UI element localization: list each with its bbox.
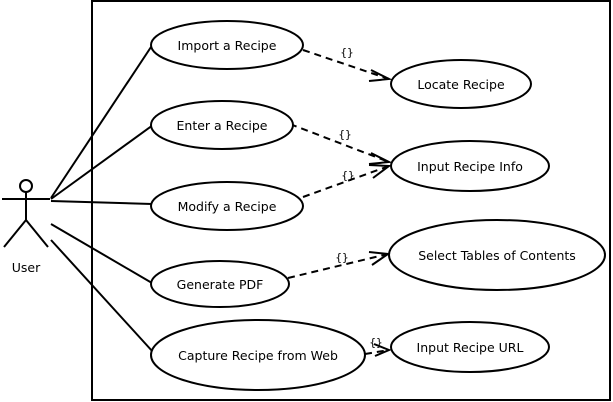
actor-label: User [12,260,41,275]
actor-user[interactable]: User [2,179,50,275]
dependency-label: {} [335,251,348,264]
association-modify-recipe [50,200,153,205]
association-generate-pdf [50,223,153,284]
use-case-generate-pdf[interactable]: Generate PDF [150,260,290,308]
use-case-input-recipe-info[interactable]: Input Recipe Info [390,140,550,192]
associations [50,43,154,353]
use-case-label: Enter a Recipe [177,118,268,133]
association-enter-recipe [50,124,154,200]
use-case-label: Input Recipe URL [417,340,524,355]
stick-figure-icon [2,179,50,248]
use-case-locate-recipe[interactable]: Locate Recipe [390,59,532,109]
use-case-label: Select Tables of Contents [418,248,576,263]
association-capture-recipe-web [50,239,154,353]
dependency-pdf-toc: {} [287,251,391,279]
use-case-label: Modify a Recipe [178,199,277,214]
use-case-input-recipe-url[interactable]: Input Recipe URL [390,321,550,373]
dependency-capture-url: {} [364,336,392,357]
use-case-capture-recipe-web[interactable]: Capture Recipe from Web [150,319,366,391]
use-case-label: Locate Recipe [417,77,505,92]
use-case-label: Capture Recipe from Web [178,348,338,363]
dependency-label: {} [338,128,351,141]
use-case-label: Import a Recipe [178,38,277,53]
use-case-import-recipe[interactable]: Import a Recipe [150,20,304,70]
use-case-label: Input Recipe Info [417,159,523,174]
dependency-label: {} [340,46,353,59]
dependency-label: {} [341,169,354,182]
association-import-recipe [50,43,154,199]
dependency-import-locate: {} [302,46,393,82]
use-case-modify-recipe[interactable]: Modify a Recipe [150,181,304,231]
dependency-enter-input-info: {} [289,123,393,165]
dependency-modify-input-info: {} [302,164,392,198]
dependency-label: {} [369,336,382,349]
dependencies: {} {} {} {} {} [287,46,393,357]
use-case-enter-recipe[interactable]: Enter a Recipe [150,100,294,150]
use-case-label: Generate PDF [177,277,264,292]
use-case-select-tables-of-contents[interactable]: Select Tables of Contents [388,219,606,291]
